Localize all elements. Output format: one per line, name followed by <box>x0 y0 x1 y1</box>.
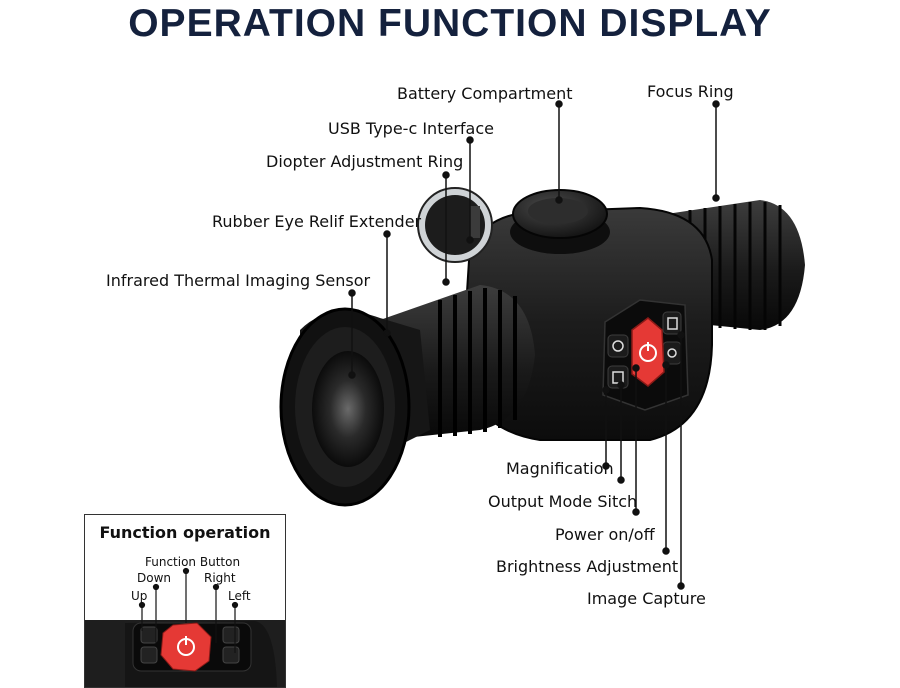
usb-port-detail <box>417 187 493 263</box>
rubber-eye-cup <box>279 307 430 507</box>
inset-control-pad <box>85 567 285 687</box>
label-brightness: Brightness Adjustment <box>496 557 679 576</box>
inset-label-function-button: Function Button <box>145 555 241 569</box>
label-output-mode: Output Mode Sitch <box>488 492 638 511</box>
leader-capture <box>677 331 685 590</box>
leader-brightness <box>662 361 670 555</box>
label-focus-ring: Focus Ring <box>647 82 734 101</box>
leader-power <box>632 364 640 516</box>
label-image-capture: Image Capture <box>587 589 706 608</box>
leader-magnification <box>602 386 610 470</box>
inset-label-up: Up <box>131 589 148 603</box>
label-eye-relief-extender: Rubber Eye Relif Extender <box>212 212 422 231</box>
label-power: Power on/off <box>555 525 655 544</box>
label-thermal-sensor: Infrared Thermal Imaging Sensor <box>106 271 371 290</box>
leader-eye-relief <box>383 230 391 337</box>
leader-focus <box>712 100 720 202</box>
inset-title: Function operation <box>99 523 271 542</box>
label-battery-compartment: Battery Compartment <box>397 84 573 103</box>
leader-diopter <box>442 171 450 286</box>
power-button[interactable] <box>631 317 665 387</box>
battery-cap <box>510 189 610 254</box>
leader-battery <box>555 100 563 204</box>
inset-label-down: Down <box>137 571 172 585</box>
inset-power-button[interactable] <box>160 622 212 672</box>
label-diopter-ring: Diopter Adjustment Ring <box>266 152 464 171</box>
inset-label-left: Left <box>228 589 251 603</box>
leader-sensor <box>348 289 356 379</box>
label-magnification: Magnification <box>506 459 614 478</box>
leader-output <box>617 381 625 484</box>
power-icon <box>639 342 657 362</box>
page-title: OPERATION FUNCTION DISPLAY <box>128 2 772 45</box>
function-operation-inset: Function operation Function Button Down … <box>84 514 286 688</box>
inset-label-right: Right <box>204 571 236 585</box>
leader-usb <box>466 136 474 244</box>
label-usb-interface: USB Type-c Interface <box>328 119 494 138</box>
